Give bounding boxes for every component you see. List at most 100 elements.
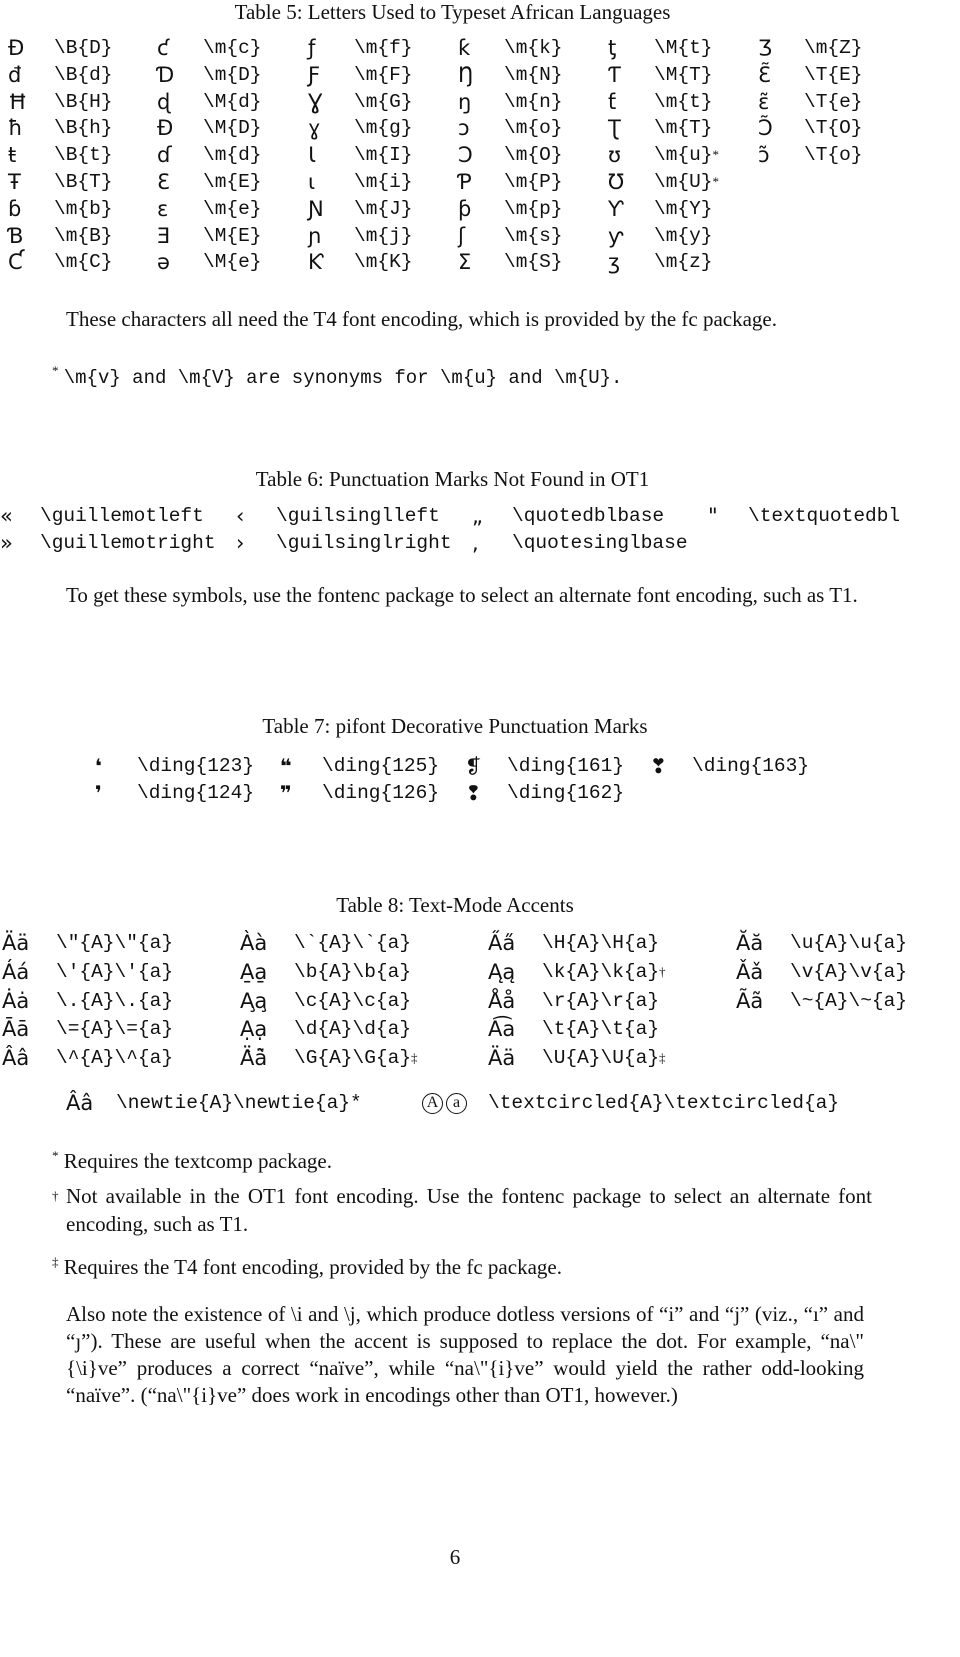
glyph: Ƥ <box>458 170 472 194</box>
command: \B{D} <box>54 37 113 59</box>
table-entry: Ǎǎ\v{A}\v{a} <box>736 958 907 986</box>
table-entry: ɲ\m{j} <box>308 222 413 250</box>
table-entry: Àà \`{A}\`{a} <box>240 929 411 957</box>
glyph: Ɖ <box>157 116 174 141</box>
table-entry: «\guillemotleft <box>0 502 204 530</box>
table-entry: Ɗ\m{D} <box>157 61 262 89</box>
table-entry: ɔ\m{o} <box>458 114 563 142</box>
table-entry: Áá \'{A}\'{a} <box>2 958 173 986</box>
command: \guillemotleft <box>40 505 204 527</box>
glyph: Ɗ <box>157 62 175 87</box>
table-entry: "\textquotedbl <box>708 502 900 530</box>
glyph: Ää <box>488 1046 516 1071</box>
table-entry: ʊ\m{u}* <box>608 141 719 169</box>
command: \U{A}\U{a} <box>542 1047 660 1070</box>
table6-note: To get these symbols, use the fontenc pa… <box>66 583 858 607</box>
table-entry: ɛ̃\T{e} <box>758 88 863 116</box>
command: \guilsinglright <box>276 532 452 554</box>
glyph: Áá <box>2 959 30 984</box>
command: \T{e} <box>804 90 863 113</box>
glyph: ƙ <box>458 36 471 60</box>
table-entry: ŋ\m{n} <box>458 88 563 116</box>
glyph: „ <box>472 504 483 528</box>
glyph: ɣ <box>308 116 321 141</box>
table7-caption: Table 7: pifont Decorative Punctuation M… <box>262 714 648 738</box>
command: \m{s} <box>504 224 563 247</box>
table-entry: ɓ\m{b} <box>8 195 113 223</box>
command: \t{A}\t{a} <box>542 1018 660 1041</box>
table-entry: ƒ\m{f} <box>308 34 413 62</box>
table-entry: ❝ \ding{125} <box>280 752 439 780</box>
table-entry: ɔ̃\T{o} <box>758 141 863 169</box>
table-entry: ɩ\m{i} <box>308 168 413 196</box>
table-entry: Ħ\B{H} <box>8 88 113 116</box>
glyph: ƭ <box>608 89 617 114</box>
glyph: ƒ <box>308 36 316 60</box>
command: \ding{125} <box>322 755 440 777</box>
command: \m{K} <box>354 251 413 274</box>
table-entry: Ãã \~{A}\~{a} <box>736 987 907 1015</box>
table5-caption: Table 5: Letters Used to Typeset African… <box>234 0 671 24</box>
table-entry: ‹\guilsinglleft <box>236 502 440 530</box>
table-entry: Ɲ\m{J} <box>308 195 413 223</box>
table-entry: Ɩ\m{I} <box>308 141 413 169</box>
table-entry: Ää\"{A}\"{a} <box>2 929 173 957</box>
command: \B{t} <box>54 144 113 167</box>
glyph: ❡ <box>465 754 482 778</box>
table-entry: ɣ\m{g} <box>308 114 413 142</box>
glyph: Ƒ <box>308 62 321 87</box>
command: \H{A}\H{a} <box>542 932 660 954</box>
table-entry: Åå\r{A}\r{a} <box>488 987 659 1015</box>
glyph: ƴ <box>608 223 624 248</box>
command: \M{t} <box>654 37 713 59</box>
table-entry: Ƥ \m{P} <box>458 168 563 196</box>
command: \~{A}\~{a} <box>790 989 908 1012</box>
table-entry: Ä̀ä̀\G{A}\G{a}‡ <box>240 1044 418 1072</box>
command: \m{u} <box>654 144 713 167</box>
glyph: ❝ <box>280 754 292 778</box>
command: \m{Y} <box>654 197 713 220</box>
command: \u{A}\u{a} <box>790 932 908 954</box>
command: \m{P} <box>504 171 563 193</box>
glyph: Ää <box>2 931 30 955</box>
glyph: Ʒ <box>758 36 772 60</box>
glyph: ❢ <box>465 781 482 805</box>
command: \`{A}\`{a} <box>294 932 412 954</box>
footnote-1: * Requires the textcomp package. <box>52 1148 332 1173</box>
command: \={A}\={a} <box>56 1018 174 1041</box>
glyph: ɛ <box>157 196 169 221</box>
glyph: ❜ <box>95 781 102 805</box>
table-entry: ħ\B{h} <box>8 114 113 142</box>
command: \c{A}\c{a} <box>294 989 412 1012</box>
glyph: Ɛ <box>157 170 170 194</box>
glyph: Ɔ̃ <box>758 116 773 141</box>
glyph: Ƈ <box>8 250 23 275</box>
command: \m{Z} <box>804 37 863 59</box>
dotless-paragraph: Also note the existence of \i and \j, wh… <box>66 1302 864 1407</box>
glyph: đ <box>8 62 22 87</box>
glyph: » <box>0 531 13 555</box>
glyph: Ãã <box>736 988 764 1013</box>
table-entry: ❛\ding{123} <box>95 752 254 780</box>
table-entry: ❜\ding{124} <box>95 779 254 807</box>
glyph: Ǎǎ <box>736 959 764 984</box>
glyph: A̱a̱ <box>240 959 268 984</box>
footnote-mark: ‡ <box>659 1050 666 1066</box>
glyph: ħ <box>8 116 23 141</box>
table-entry: ɖ\M{d} <box>157 88 262 116</box>
command: \guillemotright <box>40 532 216 554</box>
glyph: ɩ <box>308 170 316 194</box>
table-entry: ŧ\B{t} <box>8 141 113 169</box>
command: \M{D} <box>203 117 262 140</box>
glyph: Ââ <box>2 1046 30 1071</box>
glyph: ƈ <box>157 36 169 60</box>
command: \m{c} <box>203 37 262 59</box>
command: \'{A}\'{a} <box>56 960 174 983</box>
glyph: ɔ̃ <box>758 143 770 168</box>
table5-note: These characters all need the T4 font en… <box>66 307 778 331</box>
table-entry: Ƴ\m{Y} <box>608 195 713 223</box>
table-entry: Ƒ\m{F} <box>308 61 413 89</box>
glyph: Àà <box>240 931 268 955</box>
glyph: Ąą <box>488 959 516 984</box>
table-entry: ɛ\m{e} <box>157 195 262 223</box>
